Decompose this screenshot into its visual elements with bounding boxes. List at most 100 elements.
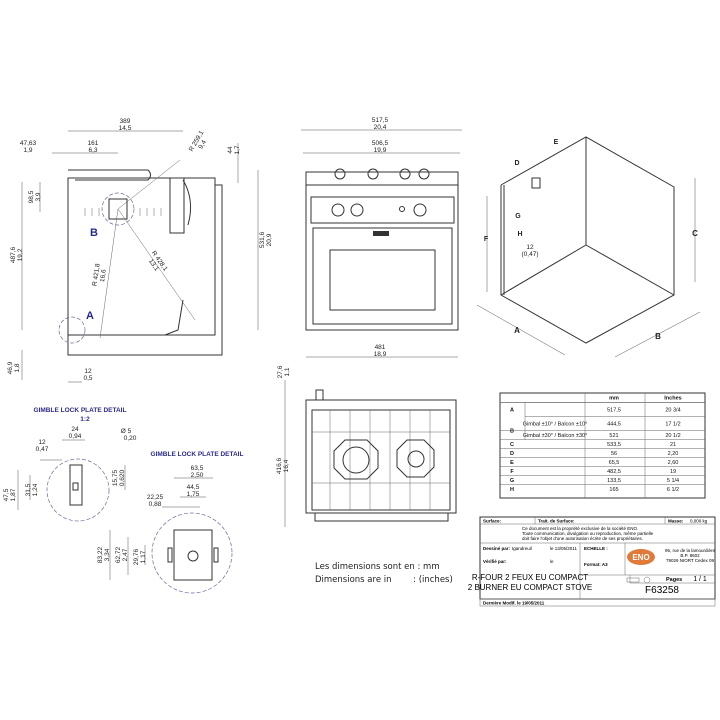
iso-label-h: H: [517, 231, 522, 238]
dim-44-in: 1,7: [234, 145, 241, 154]
lock-plate: [173, 529, 213, 581]
iso-label-a: A: [514, 326, 520, 335]
table-cell-inches: 20 1/2: [665, 433, 680, 439]
side-handle: [68, 169, 151, 181]
burner-right: [407, 450, 425, 468]
iso-note-in: (0,47): [522, 251, 539, 258]
dim-63-5: 63,5: [191, 465, 204, 472]
side-cabinet-outline: [67, 184, 223, 356]
table-row-key: B: [510, 429, 514, 435]
format-label: Format: A3: [584, 562, 608, 567]
table-cell-mm: 533,5: [607, 442, 621, 448]
dim-161: 161: [88, 140, 99, 147]
dim-15-75-in: 0,620: [119, 469, 126, 486]
dim-46-9-in: 1,8: [14, 363, 21, 372]
side-arc: [182, 179, 192, 226]
dim-12-detail: 12: [38, 439, 46, 446]
table-cell-mm: 517,5: [607, 408, 621, 414]
notice-line-2: Toute communication, divulgation ou repr…: [522, 531, 654, 536]
surface-label: Surface:: [483, 519, 502, 524]
dim-46-9: 46,9: [7, 361, 14, 374]
knob-2: [350, 203, 364, 217]
title-fr: R-FOUR 2 FEUX EU COMPACT: [472, 573, 588, 582]
dim-481: 481: [375, 344, 386, 351]
pages-label: Pages: [666, 577, 682, 583]
side-vents: [84, 208, 162, 216]
oven-window: [329, 249, 436, 311]
table-cell-mm: 56: [611, 451, 617, 457]
dim-506-5-in: 19,9: [374, 147, 387, 154]
dim-22-25: 22,25: [147, 494, 164, 501]
title-block: Surface: Trait. de Surface: Masse: 0,000…: [468, 516, 716, 607]
notice-line-3: doit faire l'objet d'une autorisation éc…: [522, 536, 643, 541]
iso-label-d: D: [514, 160, 519, 167]
dim-22-25-in: 0,88: [149, 501, 162, 508]
gimble-detail-1-title: GIMBLE LOCK PLATE DETAIL: [34, 407, 127, 414]
address-line-3: 79026 NIORT Cedex 09: [666, 558, 715, 563]
dim-r421-8-in: 16,6: [99, 269, 108, 283]
checked-by-label: Vérifié par:: [483, 559, 507, 564]
treatment-label: Trait. de Surface:: [538, 519, 575, 524]
dim-47-5: 47,5: [3, 488, 10, 501]
gimble-detail-2-title: GIMBLE LOCK PLATE DETAIL: [151, 451, 244, 458]
address-line-2: B.P. 8602: [680, 553, 700, 558]
side-bracket: [169, 177, 185, 234]
table-row-key: C: [510, 442, 514, 448]
dim-47-63: 47,63: [20, 140, 37, 147]
iso-note-mm: 12: [526, 244, 534, 251]
gimble-detail-1: GIMBLE LOCK PLATE DETAIL 1:2 24 0,94 Ø 5…: [3, 407, 137, 522]
dim-12-in: 0,5: [83, 375, 92, 382]
table-cell-inches: 17 1/2: [665, 422, 680, 428]
table-cell-inches: 19: [670, 469, 676, 475]
dim-531-6-in: 20,9: [266, 233, 273, 246]
drawn-by: tgandreuil: [512, 546, 532, 551]
iso-label-f: F: [484, 236, 489, 243]
dim-47-63-in: 1,9: [23, 147, 32, 154]
dim-389-in: 14,5: [119, 125, 132, 132]
dim-517-5: 517,5: [372, 117, 389, 124]
isometric-cabinet-view: A B C D E F G H 12 (0,47): [476, 136, 701, 358]
dim-416-6-in: 16,4: [283, 459, 290, 472]
iso-label-b: B: [655, 332, 661, 341]
dim-517-5-in: 20,4: [374, 124, 387, 131]
notice-line-1: Ce document est la propriété exclusive d…: [522, 526, 638, 531]
table-row-key: H: [510, 487, 514, 493]
dim-63-5-in: 2,50: [191, 472, 204, 479]
title-en: 2 BURNER EU COMPACT STOVE: [468, 583, 592, 592]
dim-44: 44: [227, 146, 234, 154]
control-panel: [310, 196, 455, 224]
knob-1: [331, 203, 345, 217]
dim-15-75: 15,75: [112, 469, 119, 486]
dim-12: 12: [84, 368, 92, 375]
front-body: [305, 171, 459, 331]
dim-44-5-in: 1,75: [187, 491, 200, 498]
label-a: A: [86, 310, 94, 322]
table-cell-mm: 444,5: [607, 422, 621, 428]
dim-416-6: 416,6: [276, 457, 283, 474]
side-bottom-edge: [164, 299, 184, 336]
dim-161-in: 6,3: [88, 147, 97, 154]
dim-83-22-in: 3,34: [104, 548, 111, 561]
table-row-condition: Gimbal ±10° / Balcon ±10°: [523, 422, 588, 428]
table-cell-inches: 6 1/2: [667, 487, 679, 493]
side-body: [67, 177, 216, 336]
dim-r259-in: 9,4: [197, 139, 208, 151]
table-header-inches: Inches: [664, 396, 681, 402]
dim-r421-8: R 421,8: [91, 263, 101, 287]
dim-24-in: 0,94: [69, 433, 82, 440]
address-line-1: 95, rue de la lamourdière: [665, 548, 716, 553]
table-cell-mm: 521: [609, 433, 618, 439]
eno-logo: [627, 549, 655, 565]
table-cell-inches: 2,20: [668, 451, 679, 457]
eno-logo-text: ENO: [632, 553, 649, 562]
units-note-fr: Les dimensions sont en : mm: [315, 562, 440, 572]
mass-label: Masse:: [668, 519, 684, 524]
dim-12-detail-in: 0,47: [36, 446, 49, 453]
table-row-key: A: [510, 408, 514, 414]
table-row-key: F: [510, 469, 514, 475]
last-modified: Dernière Modif. le 19/05/2011: [483, 601, 545, 606]
drawn-by-label: Dessiné par:: [483, 546, 511, 551]
dim-47-5-in: 1,87: [10, 488, 17, 501]
dim-27-6-in: 1,1: [284, 367, 291, 376]
